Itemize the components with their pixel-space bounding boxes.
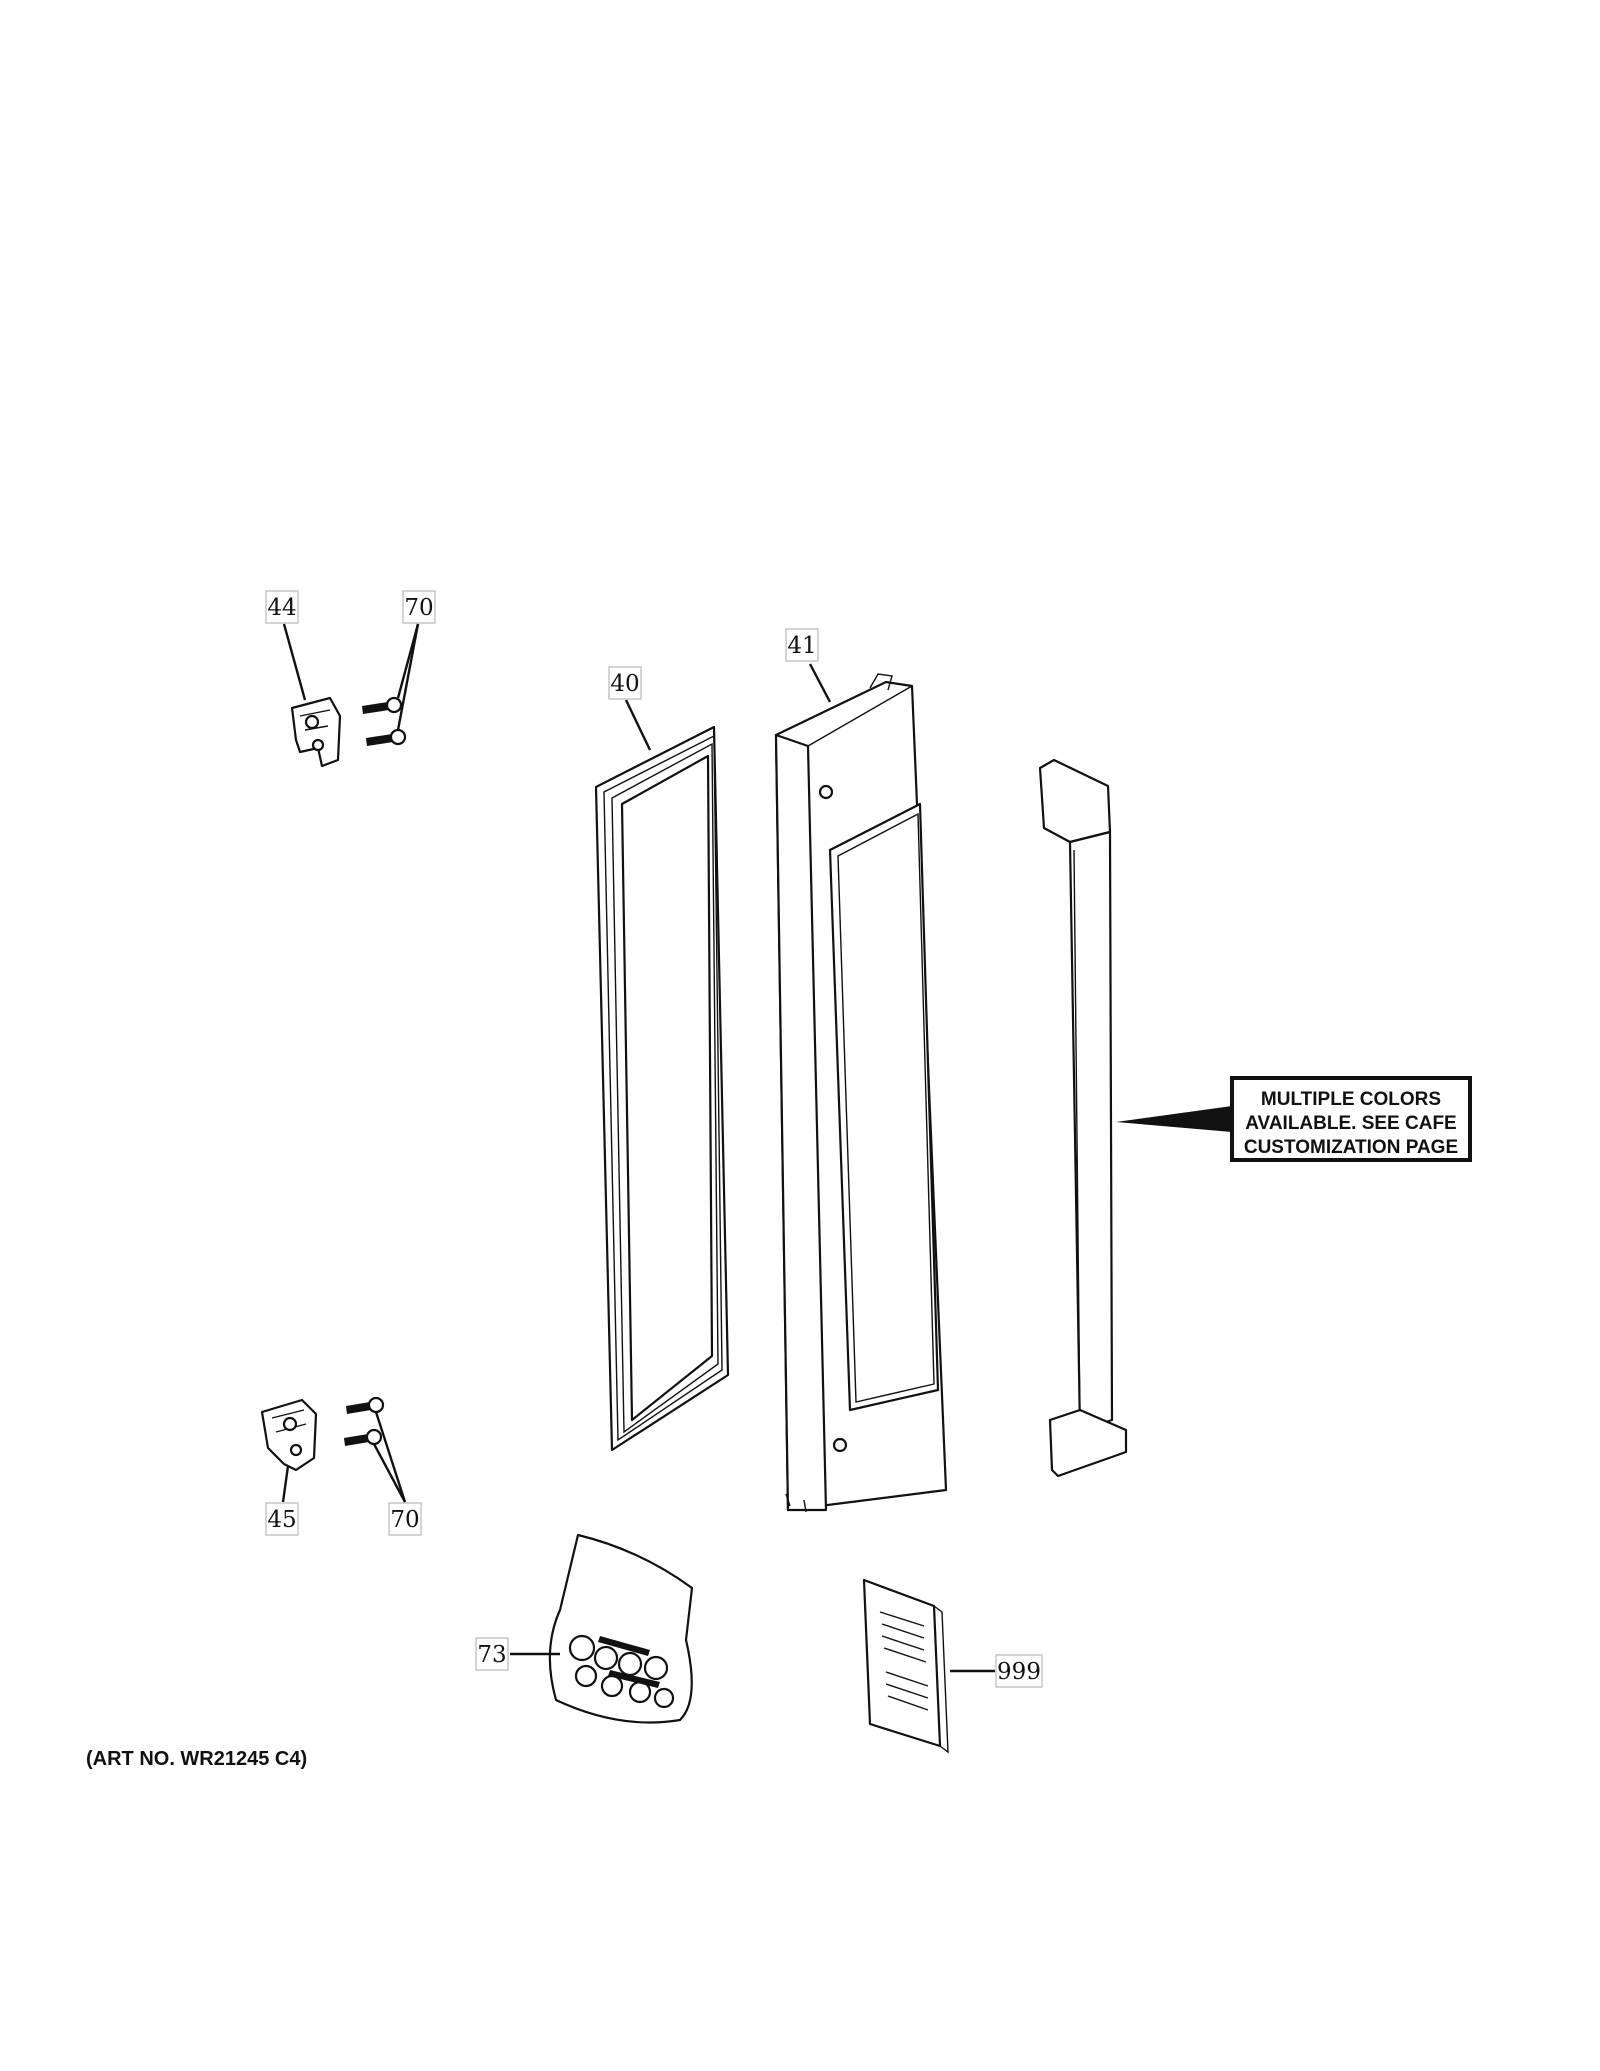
callout-41-label: 41: [787, 633, 816, 659]
callout-45-label: 45: [267, 1507, 296, 1533]
color-note-box: MULTIPLE COLORS AVAILABLE. SEE CAFE CUST…: [1230, 1076, 1472, 1162]
door-gasket-part: [594, 725, 730, 1452]
leader-lines: [281, 623, 1232, 1673]
hardware-bag-part: [548, 1533, 694, 1724]
callout-40: 40: [608, 666, 642, 700]
upper-hinge-part: [290, 696, 342, 768]
door-panel-part: [774, 673, 948, 1513]
callout-70-top-label: 70: [404, 595, 433, 621]
upper-screw-1: [362, 696, 403, 714]
callout-70-bottom: 70: [388, 1502, 422, 1536]
note-line-1: MULTIPLE COLORS: [1261, 1089, 1441, 1110]
callout-45: 45: [265, 1502, 299, 1536]
callout-70-bottom-label: 70: [390, 1507, 419, 1533]
callout-40-label: 40: [610, 671, 639, 697]
door-handle-part: [1038, 758, 1128, 1478]
lower-screw-1: [346, 1396, 385, 1414]
callout-44: 44: [265, 590, 299, 624]
callout-41: 41: [785, 628, 819, 662]
note-line-3: CUSTOMIZATION PAGE: [1244, 1137, 1458, 1158]
callout-73: 73: [475, 1637, 509, 1671]
lower-screw-2: [344, 1428, 383, 1446]
callout-73-label: 73: [477, 1642, 506, 1668]
art-number-label: (ART NO. WR21245 C4): [86, 1748, 307, 1770]
note-line-2: AVAILABLE. SEE CAFE: [1245, 1113, 1456, 1134]
callout-999: 999: [995, 1654, 1043, 1688]
callout-70-top: 70: [402, 590, 436, 624]
callout-999-label: 999: [997, 1659, 1041, 1685]
lower-hinge-part: [260, 1398, 318, 1472]
callout-44-label: 44: [267, 595, 296, 621]
owner-manual-part: [862, 1578, 949, 1754]
upper-screw-2: [366, 728, 407, 746]
